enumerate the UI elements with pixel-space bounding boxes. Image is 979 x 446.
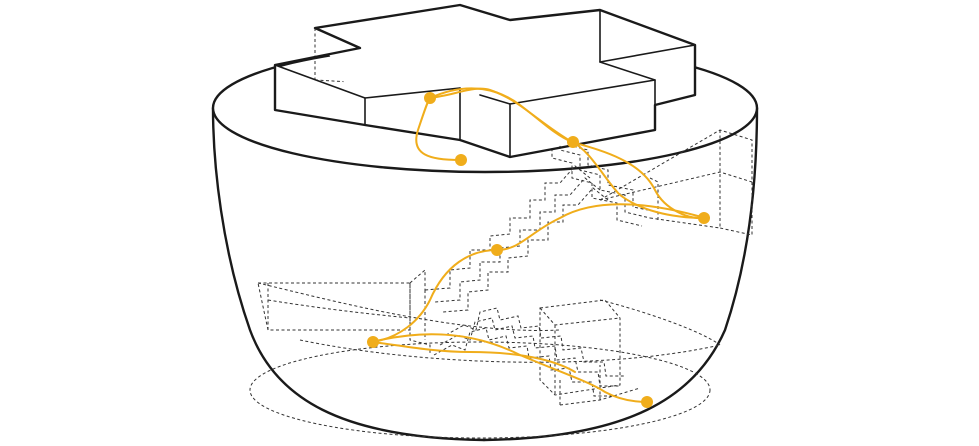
route-upper-right	[571, 141, 706, 220]
node-junction-upper	[567, 136, 579, 148]
route-right-branch	[571, 141, 706, 219]
route-lower	[371, 333, 648, 403]
node-bottom-right	[641, 396, 653, 408]
lower-right-box	[539, 299, 721, 406]
surface-building	[273, 3, 697, 159]
route-lower-alt	[371, 341, 576, 373]
nodes	[367, 92, 710, 408]
route-upper-link	[429, 87, 573, 143]
building-outline	[273, 3, 697, 159]
right-hidden-volume	[599, 129, 753, 236]
node-lower-left	[367, 336, 379, 348]
basin-mid-arc	[257, 282, 561, 331]
basin-body	[213, 108, 757, 440]
node-right	[698, 212, 710, 224]
basin-lower-arc	[299, 339, 721, 363]
routes	[371, 87, 706, 403]
node-middle	[491, 244, 503, 256]
node-surface-entry	[424, 92, 436, 104]
basin-floor	[249, 341, 711, 439]
basin-right-wall	[482, 106, 759, 442]
node-surface-exit	[455, 154, 467, 166]
basin-left-wall	[211, 106, 486, 442]
